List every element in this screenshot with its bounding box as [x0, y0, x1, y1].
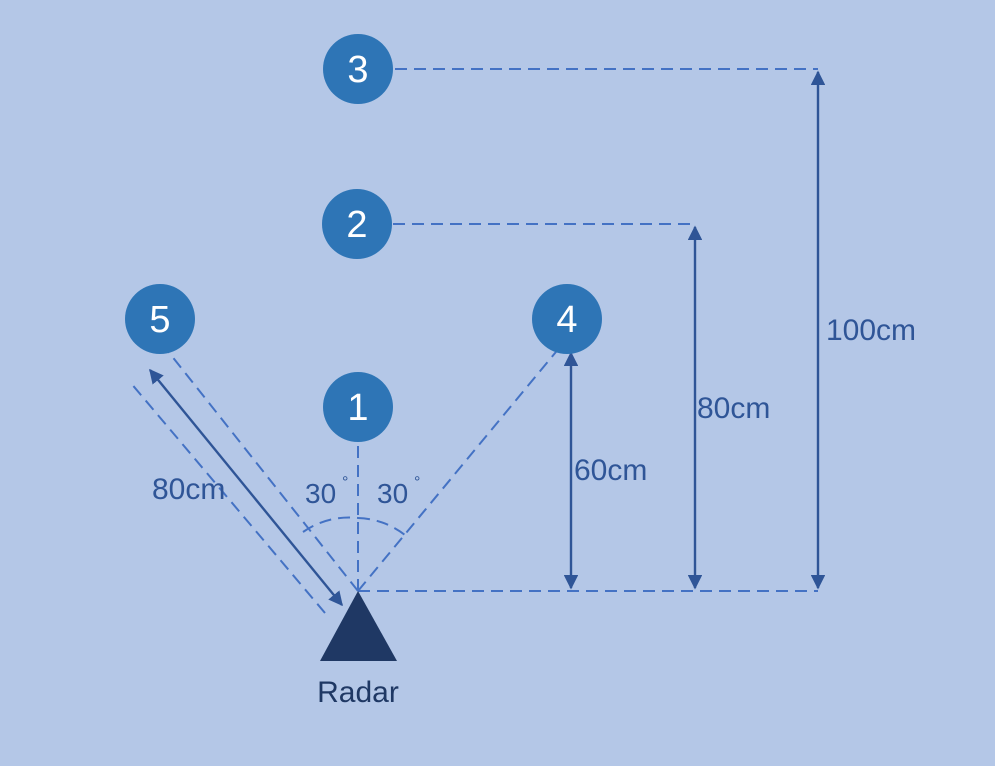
angle-arc-right	[357, 517, 406, 536]
radar-label: Radar	[317, 676, 399, 709]
angle-degree-right: °	[414, 474, 420, 491]
label-80cm-diagonal: 80cm	[152, 473, 225, 506]
marker-label-4: 4	[556, 299, 577, 341]
radar-triangle-icon	[320, 591, 397, 661]
label-80cm-vertical: 80cm	[697, 392, 770, 425]
angle-degree-left: °	[342, 474, 348, 491]
marker-label-2: 2	[346, 204, 367, 246]
label-60cm: 60cm	[574, 454, 647, 487]
marker-label-5: 5	[149, 299, 170, 341]
dim-arrow-80cm-diagonal	[149, 368, 343, 607]
angle-label-right: 30	[377, 478, 408, 509]
marker-label-1: 1	[347, 387, 368, 429]
ray-right	[357, 346, 561, 592]
position-marker-2: 2	[322, 189, 392, 259]
angle-arc-left	[302, 516, 359, 533]
label-100cm: 100cm	[826, 314, 916, 347]
ray-left	[166, 349, 359, 592]
position-marker-1: 1	[323, 372, 393, 442]
position-marker-3: 3	[323, 34, 393, 104]
position-marker-5: 5	[125, 284, 195, 354]
marker-label-3: 3	[347, 49, 368, 91]
angle-label-left: 30	[305, 478, 336, 509]
position-marker-4: 4	[532, 284, 602, 354]
